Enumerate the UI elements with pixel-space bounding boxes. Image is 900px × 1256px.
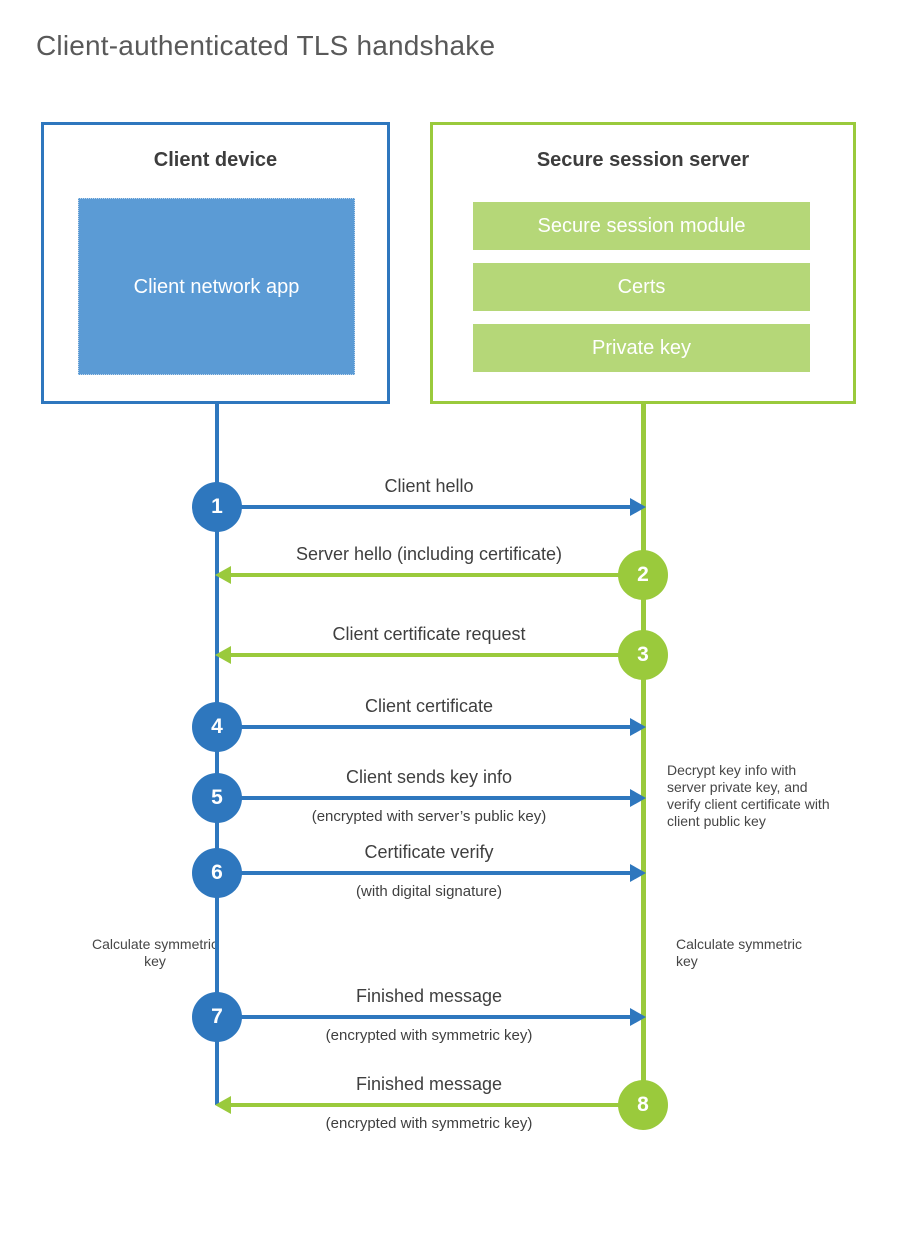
server-module-private-key: Private key <box>473 324 810 372</box>
msg-label-certificate-verify: Certificate verify <box>364 842 494 862</box>
arrow-line-step-7 <box>238 1015 632 1019</box>
arrow-line-step-8 <box>229 1103 629 1107</box>
msg-sub-finished-server: (encrypted with symmetric key) <box>325 1115 533 1132</box>
server-module-certs: Certs <box>473 263 810 311</box>
arrowhead-left-icon <box>215 566 231 584</box>
step-circle-3: 3 <box>618 630 668 680</box>
msg-label-finished-client: Finished message <box>355 986 503 1006</box>
msg-label-client-hello: Client hello <box>384 476 474 496</box>
secure-session-server-title: Secure session server <box>536 149 750 171</box>
msg-sub-certificate-verify: (with digital signature) <box>356 883 502 900</box>
page-title: Client-authenticated TLS handshake <box>36 30 496 61</box>
step-circle-8: 8 <box>618 1080 668 1130</box>
step-circle-7: 7 <box>192 992 242 1042</box>
msg-sub-finished-client: (encrypted with symmetric key) <box>325 1027 533 1044</box>
arrow-line-step-3 <box>229 653 629 657</box>
arrowhead-right-icon <box>630 498 646 516</box>
step-circle-2: 2 <box>618 550 668 600</box>
arrow-line-step-6 <box>238 871 632 875</box>
client-device-title: Client device <box>153 149 278 171</box>
calculate-symmetric-key-client: Calculate symmetric key <box>91 936 219 970</box>
secure-session-server-box: Secure session server Secure session mod… <box>430 122 856 404</box>
arrow-line-step-4 <box>238 725 632 729</box>
arrowhead-right-icon <box>630 1008 646 1026</box>
arrowhead-right-icon <box>630 864 646 882</box>
step-circle-1: 1 <box>192 482 242 532</box>
arrowhead-right-icon <box>630 789 646 807</box>
msg-label-server-hello: Server hello (including certificate) <box>295 544 563 564</box>
client-network-app-box: Client network app <box>78 198 355 375</box>
arrowhead-right-icon <box>630 718 646 736</box>
step-circle-5: 5 <box>192 773 242 823</box>
msg-label-client-key-info: Client sends key info <box>345 767 513 787</box>
arrow-line-step-5 <box>238 796 632 800</box>
step-circle-4: 4 <box>192 702 242 752</box>
client-network-app-label: Client network app <box>133 275 300 298</box>
client-lifeline <box>215 404 219 1105</box>
arrowhead-left-icon <box>215 646 231 664</box>
server-module-secure-session: Secure session module <box>473 202 810 250</box>
arrow-line-step-2 <box>229 573 629 577</box>
step-circle-6: 6 <box>192 848 242 898</box>
server-lifeline <box>641 404 646 1104</box>
msg-sub-client-key-info: (encrypted with server’s public key) <box>311 808 547 825</box>
arrow-line-step-1 <box>238 505 632 509</box>
msg-label-client-certificate: Client certificate <box>364 696 494 716</box>
msg-label-finished-server: Finished message <box>355 1074 503 1094</box>
decrypt-key-note: Decrypt key info with server private key… <box>667 762 830 830</box>
calculate-symmetric-key-server: Calculate symmetric key <box>676 936 803 970</box>
msg-label-client-cert-request: Client certificate request <box>332 624 526 644</box>
client-device-box: Client device Client network app <box>41 122 390 404</box>
arrowhead-left-icon <box>215 1096 231 1114</box>
